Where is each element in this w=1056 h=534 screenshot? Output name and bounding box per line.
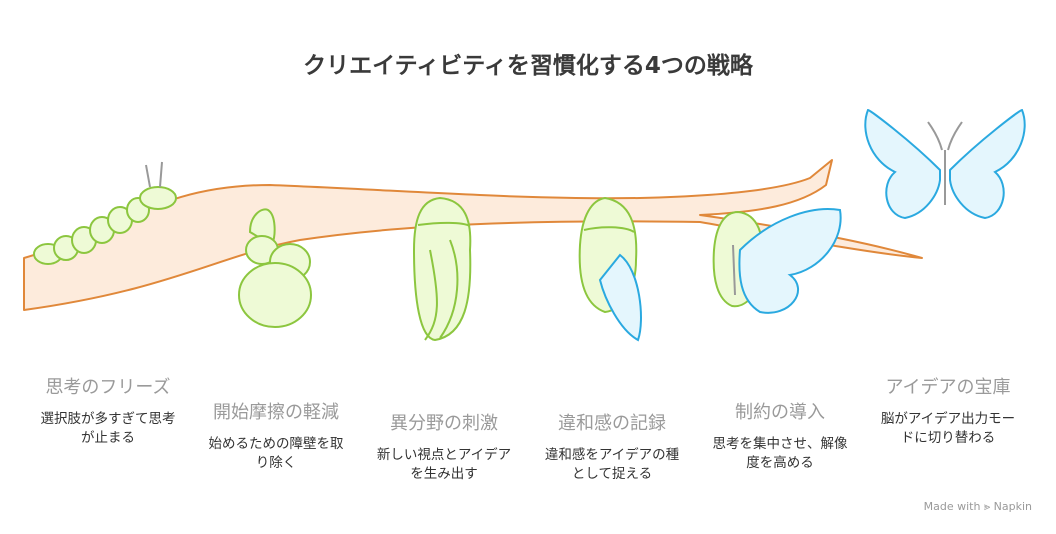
step-reduce-friction: 開始摩擦の軽減 始めるための障壁を取り除く bbox=[192, 401, 360, 473]
step-description: 違和感をアイデアの種として捉える bbox=[544, 447, 680, 482]
step-record-discomfort: 違和感の記録 違和感をアイデアの種として捉える bbox=[528, 412, 696, 484]
step-description: 脳がアイデア出力モードに切り替わる bbox=[880, 411, 1016, 446]
butterfly-icon bbox=[864, 108, 1026, 220]
step-title: 制約の導入 bbox=[735, 402, 825, 423]
step-description: 選択肢が多すぎて思考が止まる bbox=[40, 411, 176, 446]
emerging-butterfly-icon bbox=[712, 208, 842, 314]
step-title: アイデアの宝庫 bbox=[885, 377, 1011, 398]
step-description: 思考を集中させ、解像度を高める bbox=[712, 436, 848, 471]
napkin-credit[interactable]: Made with ⪢ Napkin bbox=[923, 500, 1032, 513]
step-description: 始めるための障壁を取り除く bbox=[208, 436, 344, 471]
step-idea-treasure: アイデアの宝庫 脳がアイデア出力モードに切り替わる bbox=[864, 376, 1032, 448]
page-title: クリエイティビティを習慣化する4つの戦略 bbox=[303, 53, 753, 79]
step-title: 思考のフリーズ bbox=[45, 377, 171, 398]
step-thought-freeze: 思考のフリーズ 選択肢が多すぎて思考が止まる bbox=[24, 376, 192, 448]
chrysalis-3-icon bbox=[578, 196, 642, 342]
step-cross-field-stimulus: 異分野の刺激 新しい視点とアイデアを生み出す bbox=[360, 412, 528, 484]
step-introduce-constraints: 制約の導入 思考を集中させ、解像度を高める bbox=[696, 401, 864, 473]
step-description: 新しい視点とアイデアを生み出す bbox=[376, 447, 512, 482]
caterpillar-icon bbox=[33, 161, 177, 265]
step-title: 異分野の刺激 bbox=[390, 413, 498, 434]
step-title: 違和感の記録 bbox=[558, 413, 666, 434]
step-title: 開始摩擦の軽減 bbox=[213, 402, 339, 423]
chrysalis-1-icon bbox=[238, 208, 312, 328]
chrysalis-2-icon bbox=[412, 196, 472, 342]
